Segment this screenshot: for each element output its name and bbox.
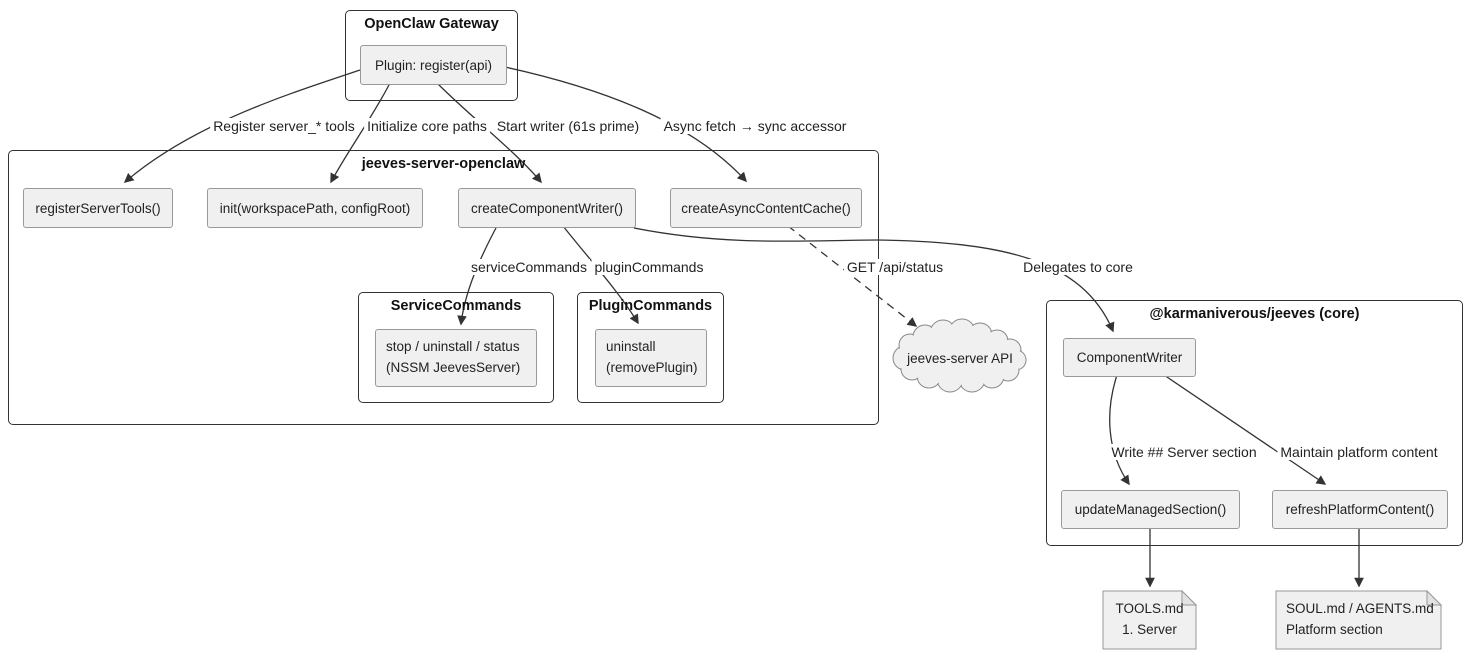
node-create-async-content-cache-label: createAsyncContentCache()	[681, 200, 851, 216]
node-register-server-tools-label: registerServerTools()	[35, 200, 161, 216]
node-update-managed-section-label: updateManagedSection()	[1074, 502, 1227, 517]
edge-label-plugin-commands: pluginCommands	[591, 259, 707, 275]
node-refresh-platform-content-label: refreshPlatformContent()	[1285, 502, 1435, 517]
node-service-ops: stop / uninstall / status (NSSM JeevesSe…	[375, 329, 537, 387]
subgraph-service-commands: ServiceCommands	[358, 292, 554, 403]
tools-note-shape	[1102, 589, 1198, 650]
edge-label-maintain-platform: Maintain platform content	[1277, 444, 1441, 460]
node-init: init(workspacePath, configRoot)	[207, 188, 423, 228]
edge-label-register-tools: Register server_* tools	[210, 118, 358, 134]
edge-plugin-to-register-tools	[123, 69, 361, 183]
edge-label-write-server-section: Write ## Server section	[1108, 444, 1260, 460]
node-component-writer-label: ComponentWriter	[1076, 350, 1183, 365]
edge-label-get-api-status: GET /api/status	[843, 259, 947, 275]
edge-label-start-writer: Start writer (61s prime)	[493, 118, 643, 134]
node-create-component-writer-label: createComponentWriter()	[470, 200, 624, 216]
node-plugin-ops-line1: uninstall	[606, 339, 656, 355]
subgraph-title-plugin-commands: PluginCommands	[588, 298, 713, 314]
note-soul-agents-md: SOUL.md / AGENTS.md Platform section	[1286, 596, 1436, 644]
node-init-label: init(workspacePath, configRoot)	[219, 200, 411, 216]
node-create-component-writer: createComponentWriter()	[458, 188, 636, 228]
node-plugin-ops: uninstall (removePlugin)	[595, 329, 707, 387]
cloud-shape	[892, 318, 1027, 393]
subgraph-openclaw-gateway: OpenClaw Gateway	[345, 10, 518, 101]
note-soul-agents-md-line2: Platform section	[1286, 622, 1383, 637]
subgraph-jeeves-server-openclaw: jeeves-server-openclaw	[8, 150, 879, 425]
node-service-ops-line2: (NSSM JeevesServer)	[386, 360, 521, 375]
soul-note-shape	[1275, 589, 1443, 650]
node-plugin-register: Plugin: register(api)	[360, 45, 507, 85]
note-soul-agents-md-line1: SOUL.md / AGENTS.md	[1286, 601, 1434, 617]
edge-label-init-paths: Initialize core paths	[364, 118, 490, 134]
note-tools-md-line1: TOOLS.md	[1115, 601, 1184, 617]
subgraph-title-openclaw: jeeves-server-openclaw	[361, 156, 526, 172]
edge-cw-to-update-section	[1109, 374, 1130, 486]
subgraph-title-gateway: OpenClaw Gateway	[364, 16, 499, 32]
edge-writer-to-plugin-commands	[562, 225, 639, 325]
note-tools-md: TOOLS.md 1. Server	[1103, 596, 1196, 644]
note-tools-md-line2: 1. Server	[1122, 622, 1177, 637]
edge-cw-to-refresh-content	[1163, 374, 1327, 485]
subgraph-title-core: @karmaniverous/jeeves (core)	[1149, 306, 1360, 322]
node-service-ops-line1: stop / uninstall / status	[386, 339, 520, 355]
node-jeeves-server-api-cloud: jeeves-server API	[900, 345, 1020, 371]
node-plugin-ops-line2: (removePlugin)	[606, 360, 698, 375]
edge-label-service-commands: serviceCommands	[468, 259, 590, 275]
node-update-managed-section: updateManagedSection()	[1061, 490, 1240, 529]
edge-label-delegates-to-core: Delegates to core	[1020, 259, 1136, 275]
edge-label-async-fetch: Async fetch → sync accessor	[660, 118, 850, 134]
node-jeeves-server-api-label: jeeves-server API	[907, 350, 1013, 366]
node-refresh-platform-content: refreshPlatformContent()	[1272, 490, 1448, 529]
node-register-server-tools: registerServerTools()	[23, 188, 173, 228]
subgraph-karmaniverous-jeeves-core: @karmaniverous/jeeves (core)	[1046, 300, 1463, 546]
subgraph-plugin-commands: PluginCommands	[577, 292, 724, 403]
node-plugin-register-label: Plugin: register(api)	[374, 57, 493, 73]
node-component-writer: ComponentWriter	[1063, 338, 1196, 377]
edge-plugin-to-init	[330, 82, 391, 184]
node-create-async-content-cache: createAsyncContentCache()	[670, 188, 862, 228]
edge-plugin-to-async-cache	[504, 66, 747, 183]
edge-plugin-to-create-writer	[436, 82, 542, 184]
subgraph-title-service-commands: ServiceCommands	[390, 298, 522, 314]
